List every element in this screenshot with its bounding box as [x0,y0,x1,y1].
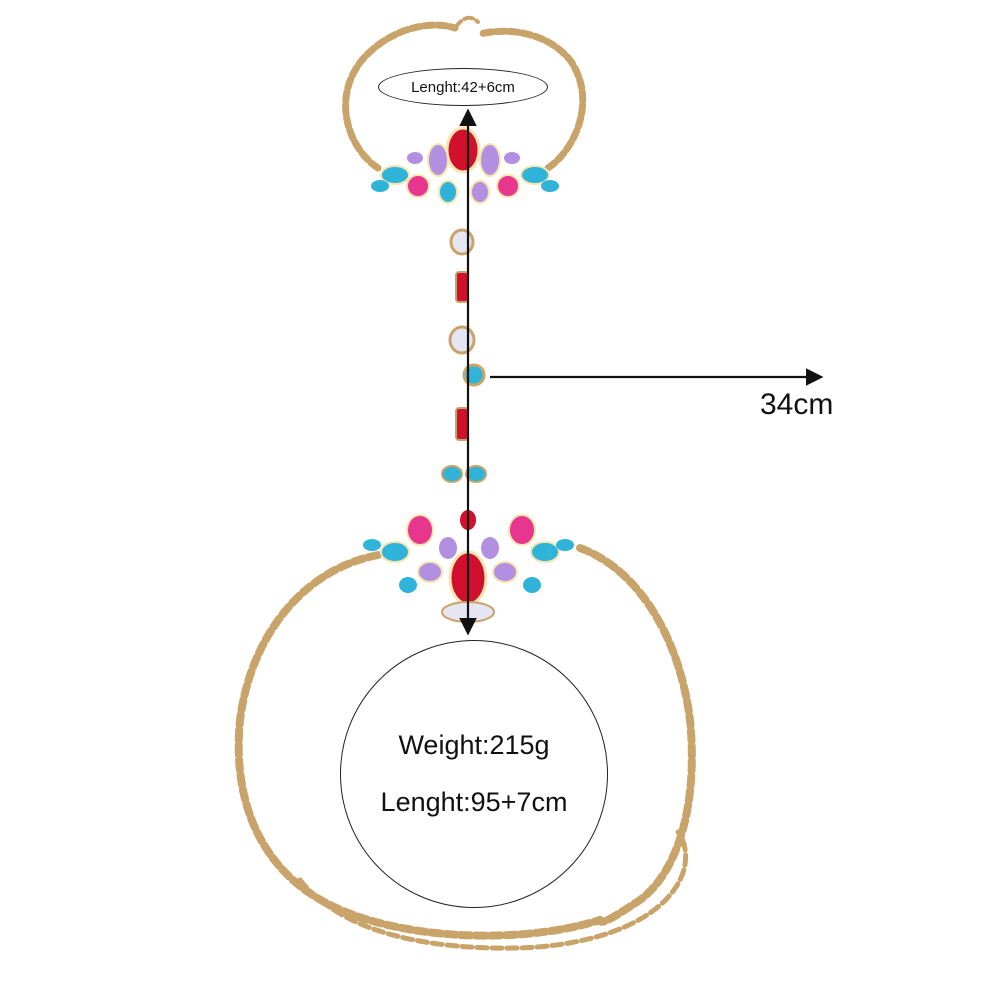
weight-label: Weight:215g [398,730,550,760]
necklace-length-label: Lenght:42+6cm [378,68,548,106]
necklace-chain [342,15,587,172]
body-chain [234,544,696,951]
spec-circle: Weight:215g Lenght:95+7cm [340,640,608,908]
drop-length-label: 34cm [760,388,834,421]
center-drop-gems [441,228,487,483]
top-jewel-cluster [371,126,559,204]
body-length-label: Lenght:95+7cm [380,787,568,817]
lower-jewel-cluster [363,510,574,623]
